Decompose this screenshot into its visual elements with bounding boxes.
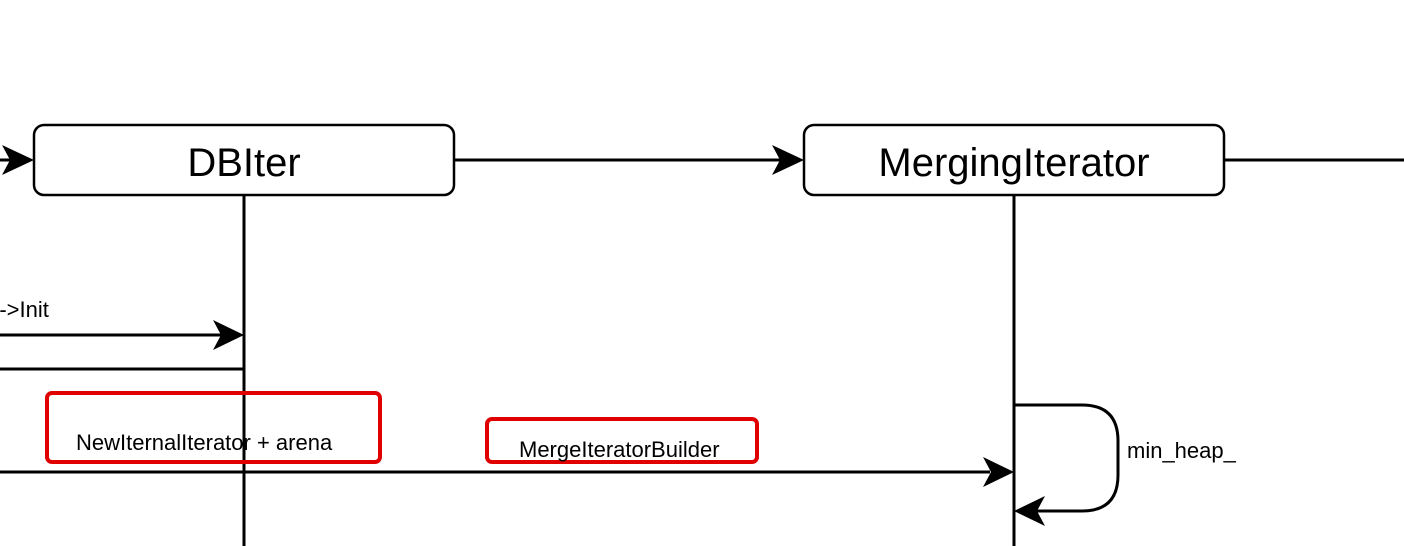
new-internal-iterator-label: NewIternalIterator + arena <box>76 430 333 455</box>
min-heap-self-loop <box>1014 403 1120 513</box>
incoming-arrowhead <box>2 145 34 175</box>
init-arrowhead <box>213 320 244 350</box>
dbiter-title: DBIter <box>187 141 300 185</box>
init-message-label: r->Init <box>0 297 49 322</box>
merging-iterator-title: MergingIterator <box>878 141 1149 185</box>
dbiter-box <box>32 123 456 197</box>
min-heap-label: min_heap_ <box>1127 438 1237 463</box>
merging-iterator-box <box>802 123 1226 197</box>
merge-iterator-builder-highlight <box>485 417 759 464</box>
merge-iterator-builder-label: MergeIteratorBuilder <box>519 437 720 462</box>
dbiter-to-merging-arrowhead <box>772 145 804 175</box>
min-heap-arrowhead <box>1014 496 1045 526</box>
new-internal-iterator-highlight <box>45 391 382 464</box>
build-arrowhead <box>983 457 1014 487</box>
